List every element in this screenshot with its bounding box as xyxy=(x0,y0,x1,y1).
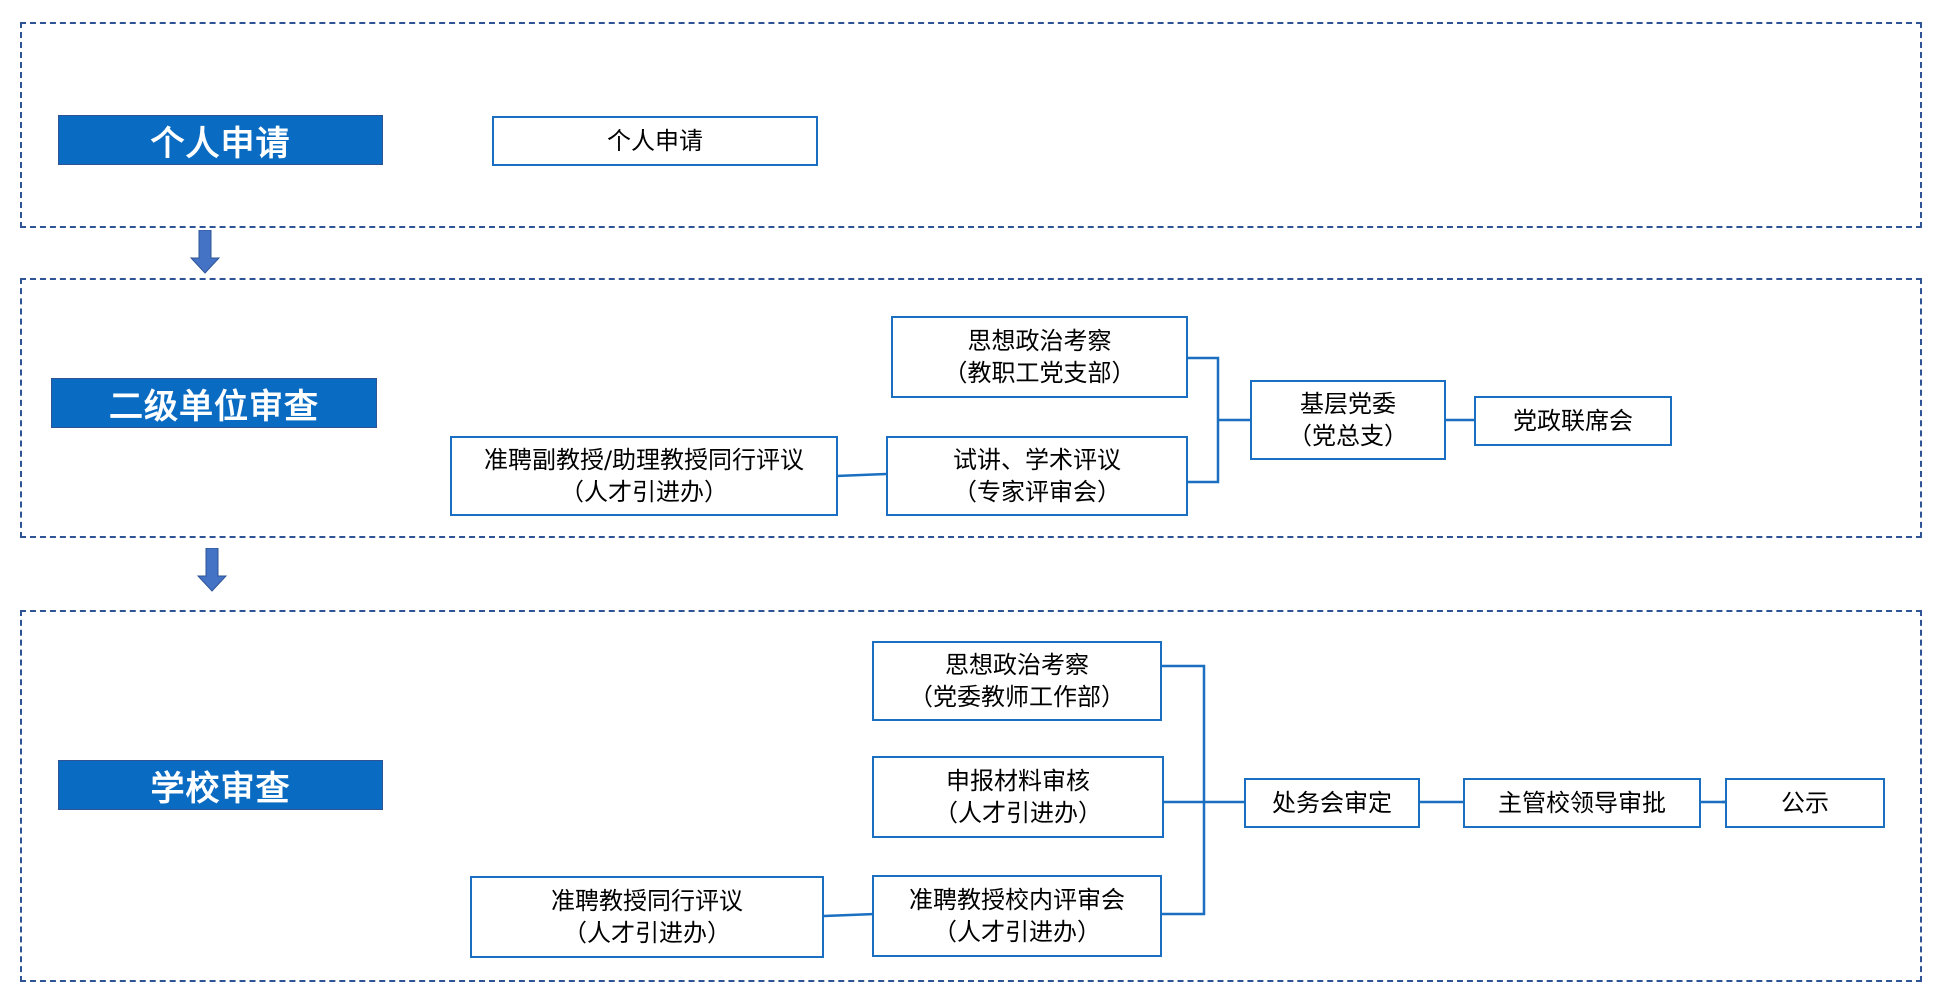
stage-label-individual-application: 个人申请 xyxy=(58,115,383,165)
down-arrow-icon xyxy=(190,230,220,274)
section-individual-application xyxy=(20,22,1922,228)
box-label-line2: （专家评审会） xyxy=(953,478,1121,506)
box-label: 主管校领导审批 xyxy=(1498,789,1666,817)
down-arrow-icon xyxy=(197,548,227,592)
box-label-line2: （党委教师工作部） xyxy=(909,683,1125,711)
box-school-peer-review: 准聘教授同行评议 （人才引进办） xyxy=(470,876,824,958)
box-school-leader-approval: 主管校领导审批 xyxy=(1463,778,1701,828)
box-school-office-meeting: 处务会审定 xyxy=(1244,778,1420,828)
box-unit-peer-review: 准聘副教授/助理教授同行评议 （人才引进办） xyxy=(450,436,838,516)
box-label-line2: （人才引进办） xyxy=(933,918,1101,946)
box-individual-application: 个人申请 xyxy=(492,116,818,166)
box-label-line2: （人才引进办） xyxy=(934,799,1102,827)
box-label-line2: （人才引进办） xyxy=(563,919,731,947)
box-unit-political-review: 思想政治考察 （教职工党支部） xyxy=(891,316,1188,398)
box-unit-party-committee: 基层党委 （党总支） xyxy=(1250,380,1446,460)
box-label-line2: （人才引进办） xyxy=(560,478,728,506)
box-school-publicity: 公示 xyxy=(1725,778,1885,828)
box-school-political-review: 思想政治考察 （党委教师工作部） xyxy=(872,641,1162,721)
box-unit-joint-meeting: 党政联席会 xyxy=(1474,396,1672,446)
box-label: 处务会审定 xyxy=(1272,789,1392,817)
box-unit-lecture-academic-review: 试讲、学术评议 （专家评审会） xyxy=(886,436,1188,516)
box-label-line1: 思想政治考察 xyxy=(967,327,1112,355)
box-label: 公示 xyxy=(1781,789,1829,817)
box-school-materials-review: 申报材料审核 （人才引进办） xyxy=(872,756,1164,838)
box-school-internal-review: 准聘教授校内评审会 （人才引进办） xyxy=(872,875,1162,957)
box-label-line1: 试讲、学术评议 xyxy=(953,446,1121,474)
section-school-review xyxy=(20,610,1922,982)
box-label-line1: 申报材料审核 xyxy=(946,767,1090,795)
box-label: 个人申请 xyxy=(607,127,703,155)
box-label-line1: 准聘副教授/助理教授同行评议 xyxy=(483,446,805,474)
box-label-line1: 准聘教授校内评审会 xyxy=(909,886,1125,914)
stage-label-school-review: 学校审查 xyxy=(58,760,383,810)
box-label-line1: 基层党委 xyxy=(1300,390,1396,418)
section-unit-review xyxy=(20,278,1922,538)
box-label-line1: 思想政治考察 xyxy=(945,651,1089,679)
stage-label-unit-review: 二级单位审查 xyxy=(51,378,377,428)
box-label-line2: （教职工党支部） xyxy=(943,359,1136,387)
box-label: 党政联席会 xyxy=(1513,407,1633,435)
box-label-line2: （党总支） xyxy=(1288,422,1408,450)
box-label-line1: 准聘教授同行评议 xyxy=(551,887,743,915)
